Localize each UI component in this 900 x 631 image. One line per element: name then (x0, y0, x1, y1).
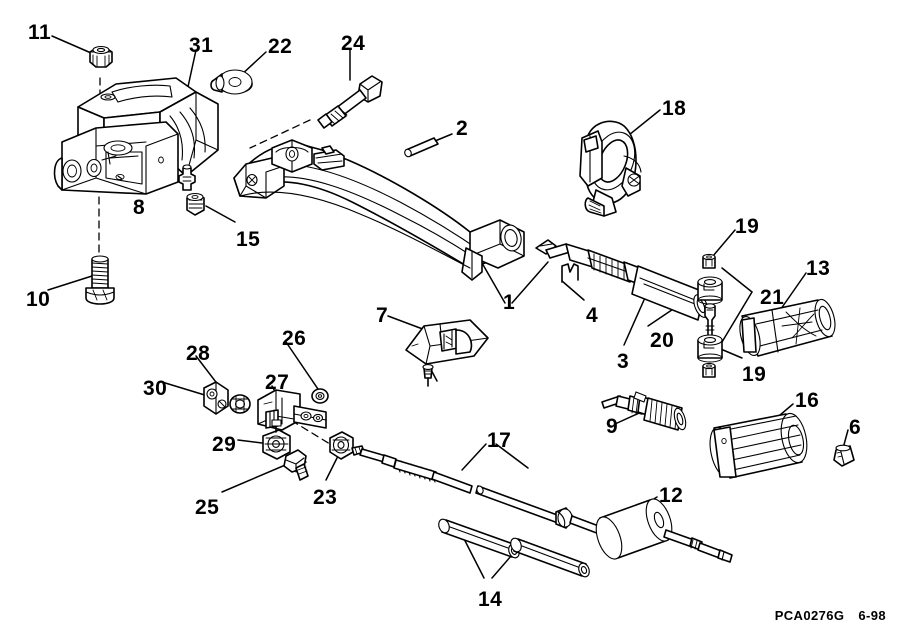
part-3-steering-ram (535, 239, 709, 321)
part-10-bolt (85, 255, 115, 305)
drawing-footer: PCA0276G 6-98 (775, 608, 886, 623)
callout-23: 23 (313, 486, 338, 509)
part-11-lock-nut (89, 45, 113, 68)
part-15-lock-nut (186, 192, 205, 216)
callout-19-upper: 19 (735, 215, 760, 238)
part-7-anchor-bracket (405, 319, 489, 365)
part-20-pivot-pin (704, 303, 716, 337)
part-21-bushing-lower (697, 334, 723, 363)
callout-6: 6 (849, 416, 862, 439)
part-19-nut-upper (702, 253, 716, 269)
callout-3: 3 (617, 350, 630, 373)
part-14-tube-right (510, 537, 590, 578)
callout-18: 18 (662, 97, 687, 120)
callout-29: 29 (212, 433, 237, 456)
part-6-end-cap (833, 444, 855, 467)
part-24-hex-bolt (317, 75, 383, 129)
part-27-clamp-block (257, 389, 327, 431)
callout-17: 17 (487, 429, 512, 452)
callout-8: 8 (133, 196, 146, 219)
callout-13: 13 (806, 257, 831, 280)
callout-12: 12 (659, 484, 684, 507)
part-5-screw (422, 364, 434, 387)
drawing-date: 6-98 (858, 608, 886, 623)
callout-25: 25 (195, 496, 220, 519)
callout-21: 21 (760, 286, 785, 309)
callout-14: 14 (478, 588, 503, 611)
drawing-code: PCA0276G (774, 608, 845, 623)
callout-16: 16 (795, 389, 820, 412)
callout-30: 30 (143, 377, 168, 400)
part-12-damper-body (595, 498, 733, 563)
part-2-roll-pin (404, 137, 439, 158)
part-17-throttle-rod (351, 445, 605, 536)
part-13-tube-sleeve (739, 298, 836, 357)
callout-10: 10 (26, 288, 51, 311)
part-23-hex-nut (329, 431, 354, 460)
part-31-bracket-housing (53, 77, 219, 195)
part-29-knurled-nut (262, 419, 291, 460)
part-14-tube-left (438, 518, 520, 559)
part-30-anchor-bracket (203, 381, 229, 415)
part-28-nut (229, 394, 251, 414)
part-18-clamp-ring (579, 120, 642, 217)
callout-7: 7 (376, 304, 389, 327)
callout-11: 11 (28, 21, 52, 44)
part-9-threaded-fitting (601, 391, 687, 431)
callout-22: 22 (268, 35, 293, 58)
part-26-washer (311, 388, 329, 404)
part-25-screw (283, 449, 309, 481)
callout-15: 15 (236, 228, 261, 251)
part-19-nut-lower (702, 362, 716, 378)
part-21-bushing-upper (697, 276, 723, 305)
callout-24: 24 (341, 32, 366, 55)
callout-31: 31 (189, 34, 214, 57)
part-22-bushing-cap (210, 69, 253, 95)
callout-26: 26 (282, 327, 307, 350)
callout-2: 2 (456, 117, 469, 140)
callout-19-lower: 19 (742, 363, 767, 386)
callout-27: 27 (265, 371, 290, 394)
callout-1: 1 (503, 291, 516, 314)
part-4-retaining-clip (561, 263, 579, 283)
part-1-steering-arm (233, 139, 525, 281)
part-8-grease-fitting (178, 164, 196, 191)
callout-20: 20 (650, 329, 675, 352)
part-16-throttle-grip (709, 412, 808, 479)
callout-28: 28 (186, 342, 211, 365)
callout-4: 4 (586, 304, 599, 327)
callout-9: 9 (606, 415, 619, 438)
